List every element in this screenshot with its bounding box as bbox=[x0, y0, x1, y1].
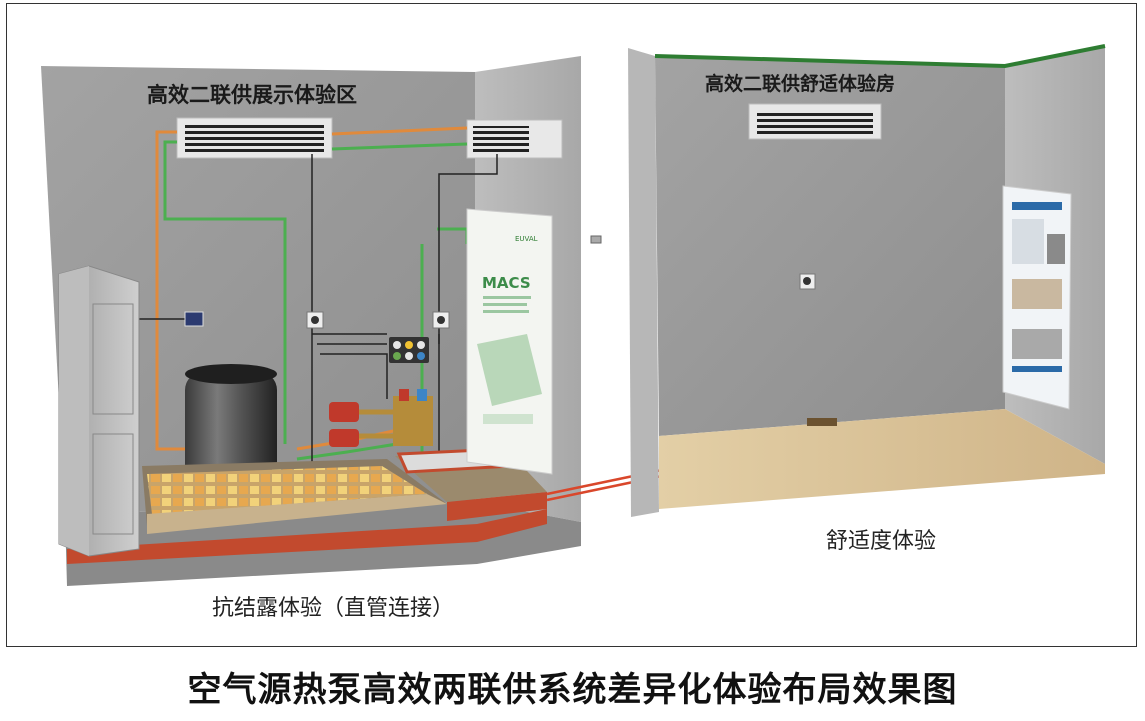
right-poster-footer bbox=[1012, 366, 1062, 372]
right-room-poster bbox=[1002, 185, 1072, 410]
right-room-back-wall bbox=[655, 56, 1005, 436]
right-poster-photo-2 bbox=[1012, 279, 1062, 309]
poster-graphic bbox=[477, 334, 542, 406]
wall-switch bbox=[590, 235, 602, 244]
left-vent-small-grille bbox=[473, 126, 529, 152]
sensor-left-dot bbox=[311, 316, 319, 324]
right-room: 高效二联供舒适体验房 bbox=[628, 44, 1106, 517]
right-poster-text-block bbox=[1012, 219, 1044, 264]
right-poster-photo-3 bbox=[1012, 329, 1062, 359]
poster-line-1 bbox=[483, 296, 531, 299]
figure-title: 空气源热泵高效两联供系统差异化体验布局效果图 bbox=[187, 670, 958, 710]
right-sensor-dot bbox=[803, 277, 811, 285]
poster-heading: MACS bbox=[482, 274, 531, 292]
right-room-caption: 舒适度体验 bbox=[826, 529, 937, 554]
figure-frame: 高效二联供展示体验区 bbox=[6, 3, 1137, 647]
right-vent-grille bbox=[757, 110, 873, 134]
pump-manifold bbox=[329, 389, 433, 447]
floor-heating-pattern bbox=[147, 466, 427, 514]
right-poster-header bbox=[1012, 202, 1062, 210]
poster-brand: EUVAL bbox=[515, 235, 538, 243]
right-room-green-trim bbox=[654, 44, 1106, 69]
left-room-title: 高效二联供展示体验区 bbox=[147, 83, 357, 107]
control-wires bbox=[132, 154, 498, 484]
left-room-red-trim bbox=[67, 509, 547, 564]
sensor-right-dot bbox=[437, 316, 445, 324]
left-floor-wood bbox=[147, 494, 447, 534]
right-room-title: 高效二联供舒适体验房 bbox=[705, 72, 895, 95]
poster-footer bbox=[483, 414, 533, 424]
right-poster-photo-1 bbox=[1047, 234, 1065, 264]
left-room-back-wall bbox=[41, 66, 475, 514]
right-room-side-wall-left bbox=[628, 48, 659, 517]
poster-panel: EUVAL MACS bbox=[466, 208, 553, 475]
floor-inspection-hatch bbox=[807, 418, 837, 426]
right-room-floor bbox=[659, 409, 1105, 509]
poster-line-2 bbox=[483, 303, 527, 306]
layout-diagram: 高效二联供展示体验区 bbox=[41, 44, 1106, 586]
left-vent-large-grille bbox=[185, 124, 324, 152]
left-room-caption: 抗结露体验（直管连接） bbox=[212, 596, 455, 621]
poster-line-3 bbox=[483, 310, 529, 313]
wall-controller bbox=[184, 311, 204, 327]
heat-pump-outdoor-unit bbox=[58, 265, 140, 557]
left-room: 高效二联供展示体验区 bbox=[41, 56, 668, 586]
control-panel bbox=[389, 337, 429, 363]
